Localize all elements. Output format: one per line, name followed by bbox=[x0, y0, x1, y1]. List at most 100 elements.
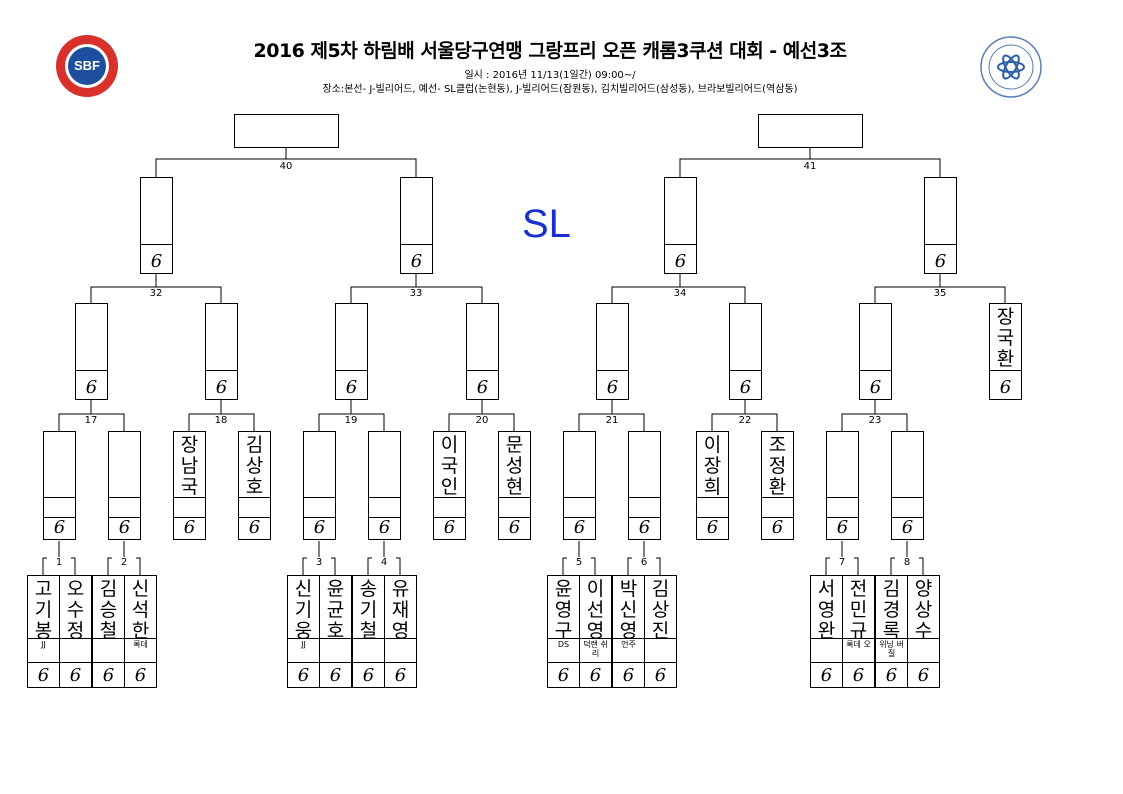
match-number-2: 2 bbox=[112, 557, 136, 568]
match-number-6: 6 bbox=[632, 557, 656, 568]
player-club: JJ bbox=[41, 640, 46, 649]
player-name: 김승철 bbox=[99, 578, 118, 642]
slot-divider bbox=[239, 517, 270, 518]
match-number-1: 1 bbox=[47, 557, 71, 568]
handicap-mark: 6 bbox=[215, 377, 228, 398]
handicap-mark: 6 bbox=[37, 665, 50, 686]
slot-divider bbox=[990, 370, 1021, 371]
match-number-4: 4 bbox=[372, 557, 396, 568]
slot-divider bbox=[876, 638, 907, 639]
handicap-mark: 6 bbox=[836, 517, 849, 538]
bracket-slot: 6 bbox=[664, 177, 697, 274]
player-name: 김상진 bbox=[651, 578, 670, 642]
handicap-mark: 6 bbox=[297, 665, 310, 686]
slot-divider bbox=[320, 638, 351, 639]
handicap-mark: 6 bbox=[248, 517, 261, 538]
slot-divider bbox=[843, 638, 874, 639]
slot-divider bbox=[762, 497, 793, 498]
handicap-mark: 6 bbox=[589, 665, 602, 686]
slot-divider bbox=[499, 517, 530, 518]
bracket-slot: 6 bbox=[335, 303, 368, 400]
slot-divider bbox=[288, 638, 319, 639]
bracket-slot: 6 bbox=[75, 303, 108, 400]
slot-divider bbox=[109, 497, 140, 498]
slot-divider bbox=[827, 497, 858, 498]
handicap-mark: 6 bbox=[654, 665, 667, 686]
handicap-mark: 6 bbox=[638, 517, 651, 538]
slot-divider bbox=[174, 497, 205, 498]
slot-divider bbox=[239, 497, 270, 498]
sbf-logo-text: SBF bbox=[74, 58, 100, 73]
venue-mark: SL bbox=[522, 202, 571, 246]
slot-divider bbox=[580, 638, 611, 639]
handicap-mark: 6 bbox=[345, 377, 358, 398]
bracket-slot: 6 bbox=[43, 431, 76, 540]
slot-divider bbox=[908, 662, 939, 663]
player-name: 오수정 bbox=[66, 578, 85, 642]
match-number-41: 41 bbox=[798, 161, 822, 172]
handicap-mark: 6 bbox=[476, 377, 489, 398]
slot-divider bbox=[44, 497, 75, 498]
slot-divider bbox=[811, 662, 842, 663]
handicap-mark: 6 bbox=[739, 377, 752, 398]
slot-divider bbox=[892, 497, 923, 498]
player-name: 고기봉 bbox=[34, 578, 53, 642]
bracket-slot: 서영완 6 bbox=[810, 575, 843, 688]
slot-divider bbox=[629, 517, 660, 518]
slot-divider bbox=[827, 517, 858, 518]
player-name: 조정환 bbox=[768, 434, 787, 498]
handicap-mark: 6 bbox=[118, 517, 131, 538]
player-club: 언주 bbox=[621, 640, 636, 649]
handicap-mark: 6 bbox=[443, 517, 456, 538]
player-name: 문성현 bbox=[505, 434, 524, 498]
player-name: 박신영 bbox=[619, 578, 638, 642]
slot-divider bbox=[499, 497, 530, 498]
match-number-34: 34 bbox=[668, 288, 692, 299]
handicap-mark: 6 bbox=[102, 665, 115, 686]
player-club: 위닝 버질 bbox=[879, 640, 904, 658]
match-number-32: 32 bbox=[144, 288, 168, 299]
slot-divider bbox=[385, 662, 416, 663]
handicap-mark: 6 bbox=[622, 665, 635, 686]
handicap-mark: 6 bbox=[820, 665, 833, 686]
bracket-slot: 6 bbox=[628, 431, 661, 540]
slot-divider bbox=[908, 638, 939, 639]
slot-divider bbox=[60, 638, 91, 639]
player-name: 신석한 bbox=[131, 578, 150, 642]
slot-divider bbox=[580, 662, 611, 663]
player-club: 덕랜 쉬리 bbox=[583, 640, 608, 658]
qualifier-winner-box-41 bbox=[758, 114, 863, 148]
player-name: 장남국 bbox=[180, 434, 199, 498]
bracket-slot: 김승철 6 bbox=[92, 575, 125, 688]
slot-divider bbox=[925, 244, 956, 245]
player-club: 록데 오 bbox=[846, 640, 871, 649]
slot-divider bbox=[304, 517, 335, 518]
handicap-mark: 6 bbox=[917, 665, 930, 686]
slot-divider bbox=[44, 517, 75, 518]
bracket-slot: 6 bbox=[924, 177, 957, 274]
slot-divider bbox=[548, 662, 579, 663]
slot-divider bbox=[28, 638, 59, 639]
slot-divider bbox=[288, 662, 319, 663]
handicap-mark: 6 bbox=[869, 377, 882, 398]
bracket-slot: 6 bbox=[466, 303, 499, 400]
player-name: 서영완 bbox=[817, 578, 836, 642]
bracket-slot: 이국인 6 bbox=[433, 431, 466, 540]
slot-divider bbox=[369, 517, 400, 518]
page-title: 2016 제5차 하림배 서울당구연맹 그랑프리 오픈 캐롬3쿠션 대회 - 예… bbox=[253, 40, 847, 62]
player-name: 이국인 bbox=[440, 434, 459, 498]
handicap-mark: 6 bbox=[53, 517, 66, 538]
match-number-22: 22 bbox=[733, 415, 757, 426]
handicap-mark: 6 bbox=[852, 665, 865, 686]
slot-divider bbox=[762, 517, 793, 518]
bracket-slot: 6 bbox=[826, 431, 859, 540]
